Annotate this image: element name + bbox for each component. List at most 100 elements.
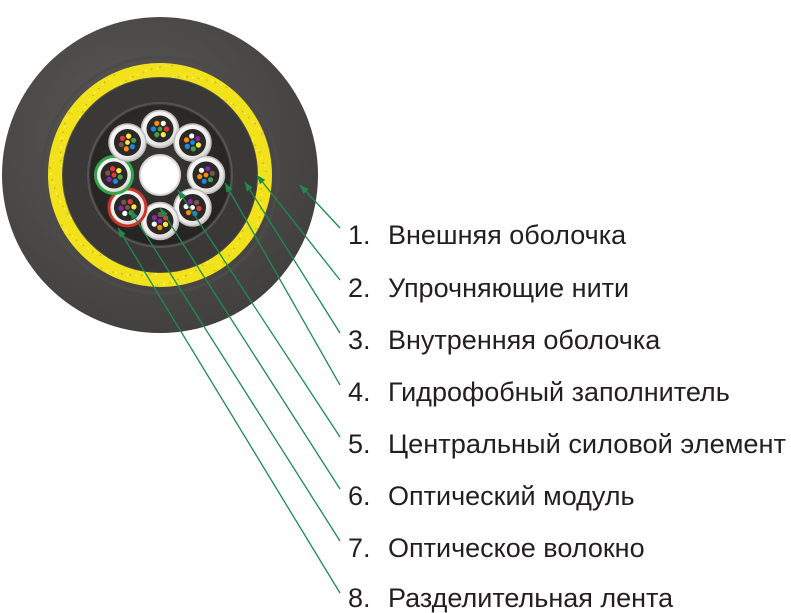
yarn-fiber (242, 230, 244, 232)
legend-label: Упрочняющие нити (388, 273, 629, 303)
yarn-fiber (171, 64, 173, 67)
optical-fiber (121, 199, 127, 205)
legend-item-8: 8. Разделительная лента (348, 583, 674, 613)
leader-line-7 (129, 209, 341, 542)
optical-fiber (197, 174, 203, 180)
yarn-fiber (257, 127, 260, 130)
optical-fiber (198, 167, 205, 173)
yarn-fiber (213, 269, 216, 272)
yarn-fiber (63, 207, 66, 210)
leader-arrow-8 (118, 228, 126, 238)
optical-fiber (190, 146, 196, 152)
optical-fiber (205, 166, 211, 172)
yarn-fiber (211, 80, 214, 83)
yarn-fiber (140, 274, 143, 277)
legend-number: 2. (348, 273, 371, 303)
optical-fiber (122, 210, 128, 216)
yarn-fiber (230, 102, 233, 105)
optical-fiber (157, 126, 163, 132)
optical-fiber (157, 224, 163, 231)
leader-arrow-2 (257, 175, 266, 185)
yarn-fiber (214, 81, 217, 84)
yarn-fiber (81, 111, 84, 113)
optical-fiber (162, 221, 169, 227)
leader-arrow-7 (130, 210, 138, 220)
yarn-fiber (65, 229, 67, 231)
leader-line-3 (244, 181, 341, 334)
yarn-fiber (129, 273, 132, 276)
optical-fiber (183, 137, 190, 143)
leader-lines (117, 174, 341, 594)
yarn-fiber (200, 77, 203, 80)
yarn-fiber (171, 280, 174, 283)
legend-item-6: 6. Оптический модуль (348, 481, 635, 511)
yarn-fiber (191, 76, 194, 79)
optical-module (140, 109, 180, 149)
yarn-fiber (103, 81, 106, 84)
yarn-fiber (254, 144, 257, 147)
optical-fiber (110, 166, 116, 172)
yarn-fiber (251, 139, 254, 142)
yarn-fiber (260, 193, 263, 196)
yarn-fiber (231, 250, 234, 252)
optical-fiber (154, 120, 160, 126)
yarn-fiber (71, 235, 74, 238)
legend-number: 6. (348, 481, 371, 511)
optical-fiber (151, 221, 157, 227)
yarn-fiber (149, 273, 151, 276)
yarn-fiber (237, 107, 240, 109)
yarn-fiber (129, 77, 132, 80)
yarn-fiber (154, 273, 157, 275)
yarn-fiber (59, 151, 62, 154)
optical-module (94, 155, 134, 195)
optical-fiber (127, 199, 133, 205)
yarn-fiber (53, 187, 56, 190)
yarn-fiber (168, 281, 171, 284)
legend-number: 4. (348, 377, 371, 407)
optical-fiber (195, 136, 201, 142)
optical-fiber (112, 178, 118, 184)
yarn-fiber (60, 154, 62, 156)
yarn-fiber (113, 74, 116, 76)
optical-fiber (196, 205, 202, 212)
yarn-fiber (238, 237, 241, 240)
yarn-fiber (150, 68, 153, 71)
yarn-fiber (115, 271, 117, 274)
yarn-fiber (156, 284, 159, 286)
optical-fiber (116, 168, 122, 174)
yarn-fiber (232, 103, 235, 106)
optical-fiber (160, 120, 166, 126)
optical-fiber (125, 140, 130, 145)
optical-fiber (123, 146, 129, 152)
yarn-fiber (165, 65, 167, 68)
optical-fiber (195, 142, 202, 148)
optical-fiber (111, 172, 117, 178)
legend-label: Внешняя оболочка (388, 220, 627, 250)
legend-label: Оптический модуль (388, 481, 635, 511)
yarn-fiber (258, 213, 261, 216)
optical-fiber (209, 170, 215, 176)
yarn-fiber (60, 159, 62, 162)
yarn-fiber (50, 173, 52, 175)
optical-fiber (203, 172, 209, 178)
yarn-fiber (60, 140, 63, 142)
yarn-fiber (120, 83, 122, 85)
leader-line-6 (159, 207, 341, 490)
yarn-fiber (263, 164, 266, 167)
yarn-fiber (88, 98, 91, 101)
yarn-fiber (93, 92, 96, 94)
leader-line-1 (299, 184, 341, 229)
optical-module (186, 155, 226, 195)
optical-fiber (125, 205, 130, 210)
yarn-fiber (218, 265, 221, 268)
yarn-fiber (69, 217, 72, 219)
yarn-fiber (49, 167, 52, 169)
yarn-fiber (124, 80, 127, 82)
yarn-fiber (120, 273, 123, 275)
yarn-fiber (220, 96, 223, 99)
yarn-fiber (260, 187, 262, 190)
yarn-fiber (244, 224, 246, 227)
legend-label: Оптическое волокно (388, 533, 645, 563)
optical-fiber (105, 170, 111, 176)
optical-fiber (131, 137, 137, 143)
